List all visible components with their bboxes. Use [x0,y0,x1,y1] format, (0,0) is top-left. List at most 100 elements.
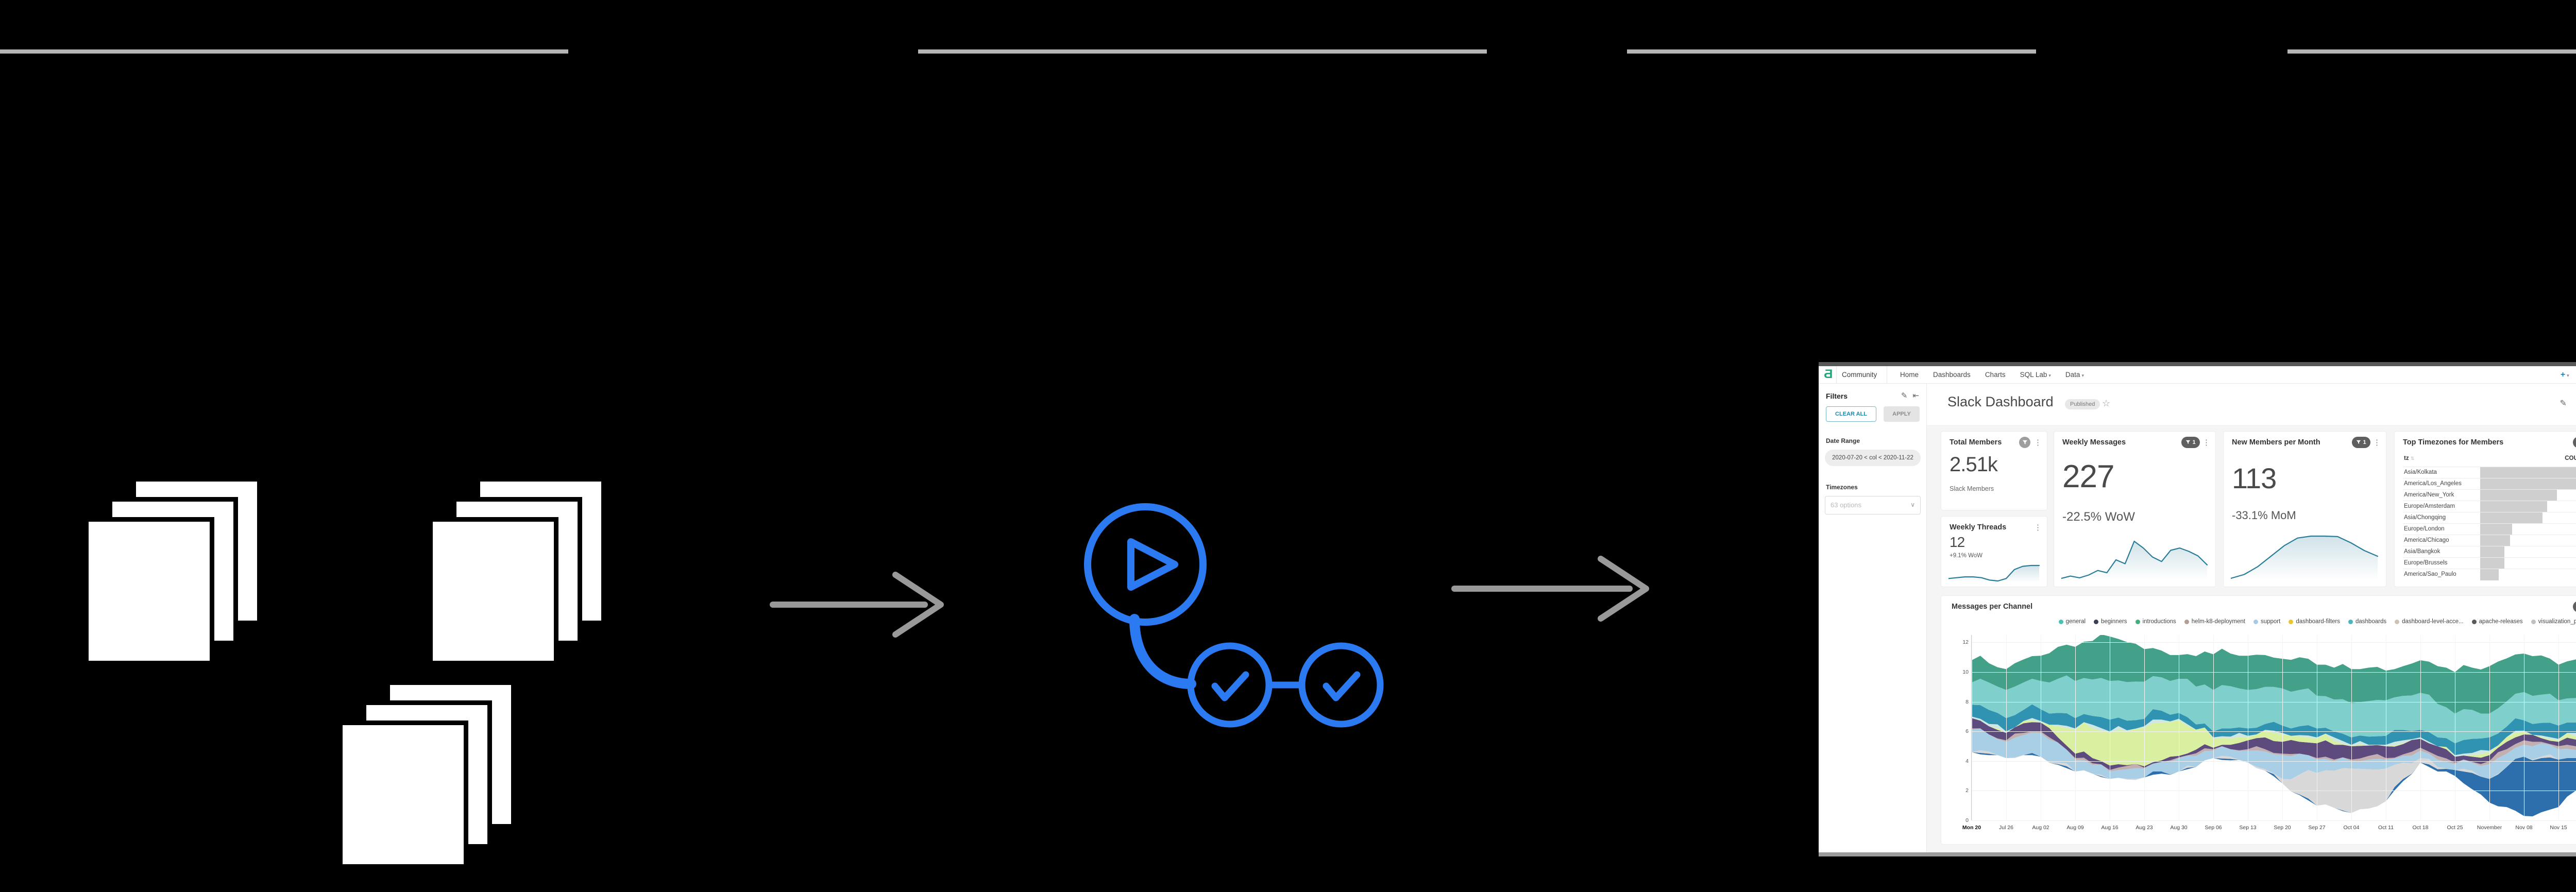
legend-dot-icon [2348,619,2353,624]
legend-item-beginners[interactable]: beginners [2094,619,2127,625]
gridline [2144,635,2145,820]
kpi-value: 12 [1950,534,1965,550]
column-header-tz[interactable]: tz ⇅ [2404,455,2415,461]
filter-count-badge[interactable]: 1 [2181,437,2200,448]
legend-label: helm-k8-deployment [2191,619,2245,625]
table-row[interactable]: America/New_York70 [2403,489,2576,501]
table-row[interactable]: Asia/Bangkok22 [2403,546,2576,558]
legend-item-dashboard-level-acce-[interactable]: dashboard-level-acce... [2395,619,2464,625]
sparkline-chart [2061,540,2208,580]
gridline [1972,731,2576,732]
published-badge[interactable]: Published [2065,399,2100,409]
gridline [2075,635,2076,820]
kpi-value: 227 [2062,459,2114,494]
legend-label: apache-releases [2479,619,2523,625]
legend-item-introductions[interactable]: introductions [2135,619,2176,625]
kebab-menu-icon[interactable]: ⋮ [2034,438,2042,447]
legend-label: support [2260,619,2281,625]
timezones-select[interactable]: 63 options ∨ [1825,496,1921,514]
filter-count-badge[interactable]: 1 [2573,601,2576,612]
value-bar [2480,512,2543,524]
column-header-count[interactable]: COUNT(*) ⇅ [2565,455,2576,461]
filter-count-badge[interactable]: 1 [2352,437,2370,448]
clear-all-button[interactable]: CLEAR ALL [1826,406,1876,422]
table-row[interactable]: America/Los_Angeles103 [2403,478,2576,490]
x-axis-tick: Mon 20 [1962,825,1981,831]
table-row[interactable]: Europe/London29 [2403,523,2576,535]
timezone-cell: Europe/Amsterdam [2404,503,2455,509]
legend-item-helm-k8-deployment[interactable]: helm-k8-deployment [2184,619,2245,625]
apply-button[interactable]: APPLY [1884,406,1920,422]
preset-logo: Ƌ [1824,367,1833,381]
date-range-value[interactable]: 2020-07-20 < col < 2020-11-22 [1825,450,1921,466]
card-title: Weekly Threads [1950,523,2007,531]
new-item-button[interactable]: +▾ [2560,370,2569,379]
page-title: Slack Dashboard [1947,394,2054,409]
gridline [2558,635,2559,820]
timezone-cell: Asia/Kolkata [2404,469,2437,475]
nav-item-charts[interactable]: Charts [1985,371,2006,379]
kpi-delta: -22.5% WoW [2062,510,2135,524]
value-bar [2480,478,2576,490]
nav-item-sql-lab[interactable]: SQL Lab▾ [2020,371,2051,379]
x-axis-tick: Jul 26 [1998,825,2014,831]
nav-item-dashboards[interactable]: Dashboards [1933,371,1971,379]
timezones-table: Asia/Kolkata108America/Los_Angeles103Ame… [2403,467,2576,580]
legend-item-general[interactable]: general [2058,619,2086,625]
legend-dot-icon [2289,619,2294,624]
table-row[interactable]: Asia/Chongqing57 [2403,512,2576,524]
superset-dashboard-window: Ƌ Community Home Dashboards Charts SQL Lab▾… [1819,362,2576,856]
filter-count-badge[interactable]: 1 [2573,437,2576,448]
table-row[interactable]: America/Chicago27 [2403,535,2576,546]
table-row[interactable]: Asia/Kolkata108 [2403,467,2576,478]
table-row[interactable]: America/Sao_Paulo17 [2403,569,2576,580]
value-bar [2480,524,2512,535]
nav-item-home[interactable]: Home [1900,371,1919,379]
heading-underline [1627,49,2036,54]
timezone-cell: Asia/Chongqing [2404,514,2446,521]
nav-menu: Home Dashboards Charts SQL Lab▾ Data▾ [1900,371,2084,379]
timezones-placeholder: 63 options [1831,501,1861,509]
nav-item-data[interactable]: Data▾ [2065,371,2084,379]
stream-layer-dashboard-filters [1972,718,2576,766]
legend-label: dashboard-level-acce... [2402,619,2464,625]
value-bar [2480,535,2510,546]
legend-item-apache-releases[interactable]: apache-releases [2471,619,2523,625]
workspace-name[interactable]: Community [1842,371,1877,379]
right-arrow-icon [1451,556,1649,622]
edit-filters-icon[interactable]: ✎ [1901,391,1908,400]
x-axis-tick: Sep 27 [2308,825,2326,831]
table-row[interactable]: Europe/Amsterdam61 [2403,501,2576,512]
legend-label: dashboard-filters [2296,619,2340,625]
kebab-menu-icon[interactable]: ⋮ [2034,523,2042,532]
legend-item-dashboards[interactable]: dashboards [2348,619,2386,625]
kebab-menu-icon[interactable]: ⋮ [2202,438,2210,447]
heading-underline [918,49,1487,54]
y-axis-tick: 4 [1965,758,1969,764]
collapse-sidebar-icon[interactable]: ⇤ [1912,391,1919,400]
favorite-star-icon[interactable]: ☆ [2102,398,2111,408]
gridline [1972,672,2576,673]
kebab-menu-icon[interactable]: ⋮ [2373,438,2381,447]
legend-dot-icon [2058,619,2063,624]
stream-layer-support [1972,728,2576,780]
legend-dot-icon [2135,619,2140,624]
legend-item-support[interactable]: support [2253,619,2280,625]
chevron-down-icon: ∨ [1910,501,1915,508]
stacked-area-chart [1972,635,2576,817]
table-row[interactable]: Europe/Brussels22 [2403,557,2576,569]
x-axis-tick: Sep 06 [2205,825,2222,831]
gridline [2282,635,2283,820]
divider [1836,366,1837,383]
edit-dashboard-icon[interactable]: ✎ [2560,399,2567,408]
legend-dot-icon [2395,619,2400,624]
sparkline-chart [2231,535,2379,580]
window-bottom-border [1819,852,2576,856]
timezone-cell: America/Sao_Paulo [2404,571,2456,577]
legend-item-dashboard-filters[interactable]: dashboard-filters [2289,619,2340,625]
chart-legend: general beginners introductions helm-k8-dep… [2058,619,2576,625]
legend-item-visualization-plugin-[interactable]: visualization_plugin... [2531,619,2576,625]
filter-scope-icon[interactable] [2019,437,2030,448]
card-title: Weekly Messages [2062,438,2126,447]
